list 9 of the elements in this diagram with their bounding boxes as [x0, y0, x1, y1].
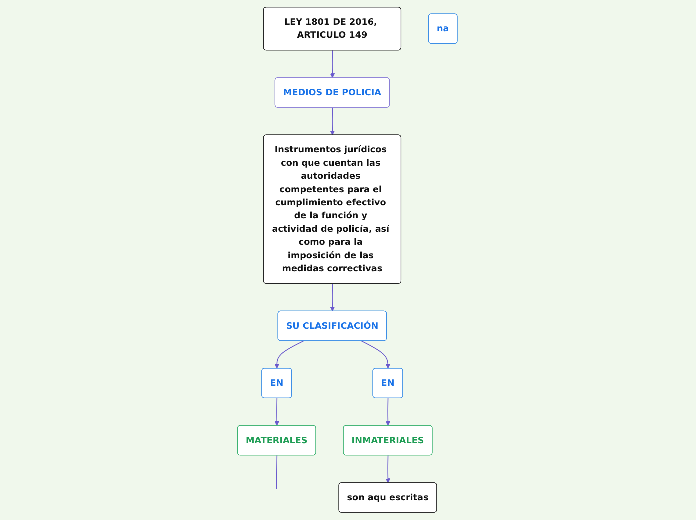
- arrow: [362, 340, 391, 369]
- arrow: [330, 107, 336, 136]
- arrow: [330, 284, 336, 312]
- arrow: [386, 455, 391, 484]
- arrow: [386, 398, 391, 426]
- arrow: [275, 398, 280, 426]
- connector: [276, 455, 278, 490]
- arrow: [330, 50, 336, 78]
- arrow: [275, 340, 305, 369]
